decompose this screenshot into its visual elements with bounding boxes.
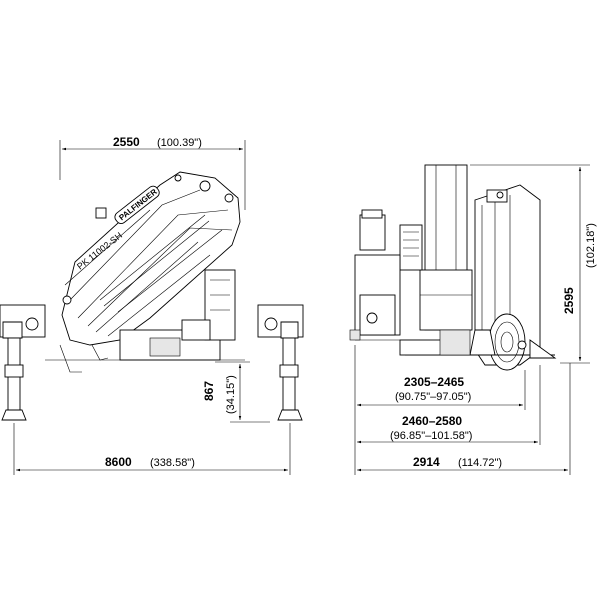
outrigger-left (0, 304, 46, 421)
base-height-imperial: (34.15") (225, 375, 237, 414)
dimension-range-1: 2305–2465 (90.75"–97.05") (354, 345, 526, 410)
total-height-imperial: (102.18") (585, 223, 597, 268)
crane-column (419, 164, 473, 331)
crane-base (45, 269, 245, 361)
base-height-value: 867 (202, 381, 216, 401)
dimension-range-2: 2460–2580 (96.85"–101.58") (354, 365, 541, 445)
range-2-imperial: (96.85"–101.58") (390, 430, 472, 442)
top-width-imperial: (100.39") (157, 137, 202, 149)
dimension-total-width: 8600 (338.58") (13, 423, 291, 475)
boom-side (469, 184, 541, 371)
front-view: 2550 (100.39") (0, 135, 304, 475)
total-width-imperial: (338.58") (150, 457, 195, 469)
dimension-total-height: 2595 (102.18") (470, 164, 597, 364)
range-1-value: 2305–2465 (404, 375, 464, 389)
top-width-value: 2550 (113, 135, 140, 149)
outrigger-right (257, 304, 304, 421)
dimension-base-height: 867 (34.15") (202, 361, 270, 423)
dimension-top-width: 2550 (100.39") (59, 135, 246, 210)
length-imperial: (114.72") (458, 457, 502, 469)
side-base (399, 329, 557, 359)
dimension-length: 2914 (114.72") (354, 363, 571, 475)
range-1-imperial: (90.75"–97.05") (395, 391, 471, 403)
range-2-value: 2460–2580 (402, 414, 462, 428)
total-height-value: 2595 (562, 287, 576, 314)
length-value: 2914 (413, 455, 440, 469)
control-valve-block (349, 209, 423, 341)
side-view: 2595 (102.18") 2305–2465 (90.75"–97.05")… (349, 164, 597, 475)
total-width-value: 8600 (105, 455, 132, 469)
